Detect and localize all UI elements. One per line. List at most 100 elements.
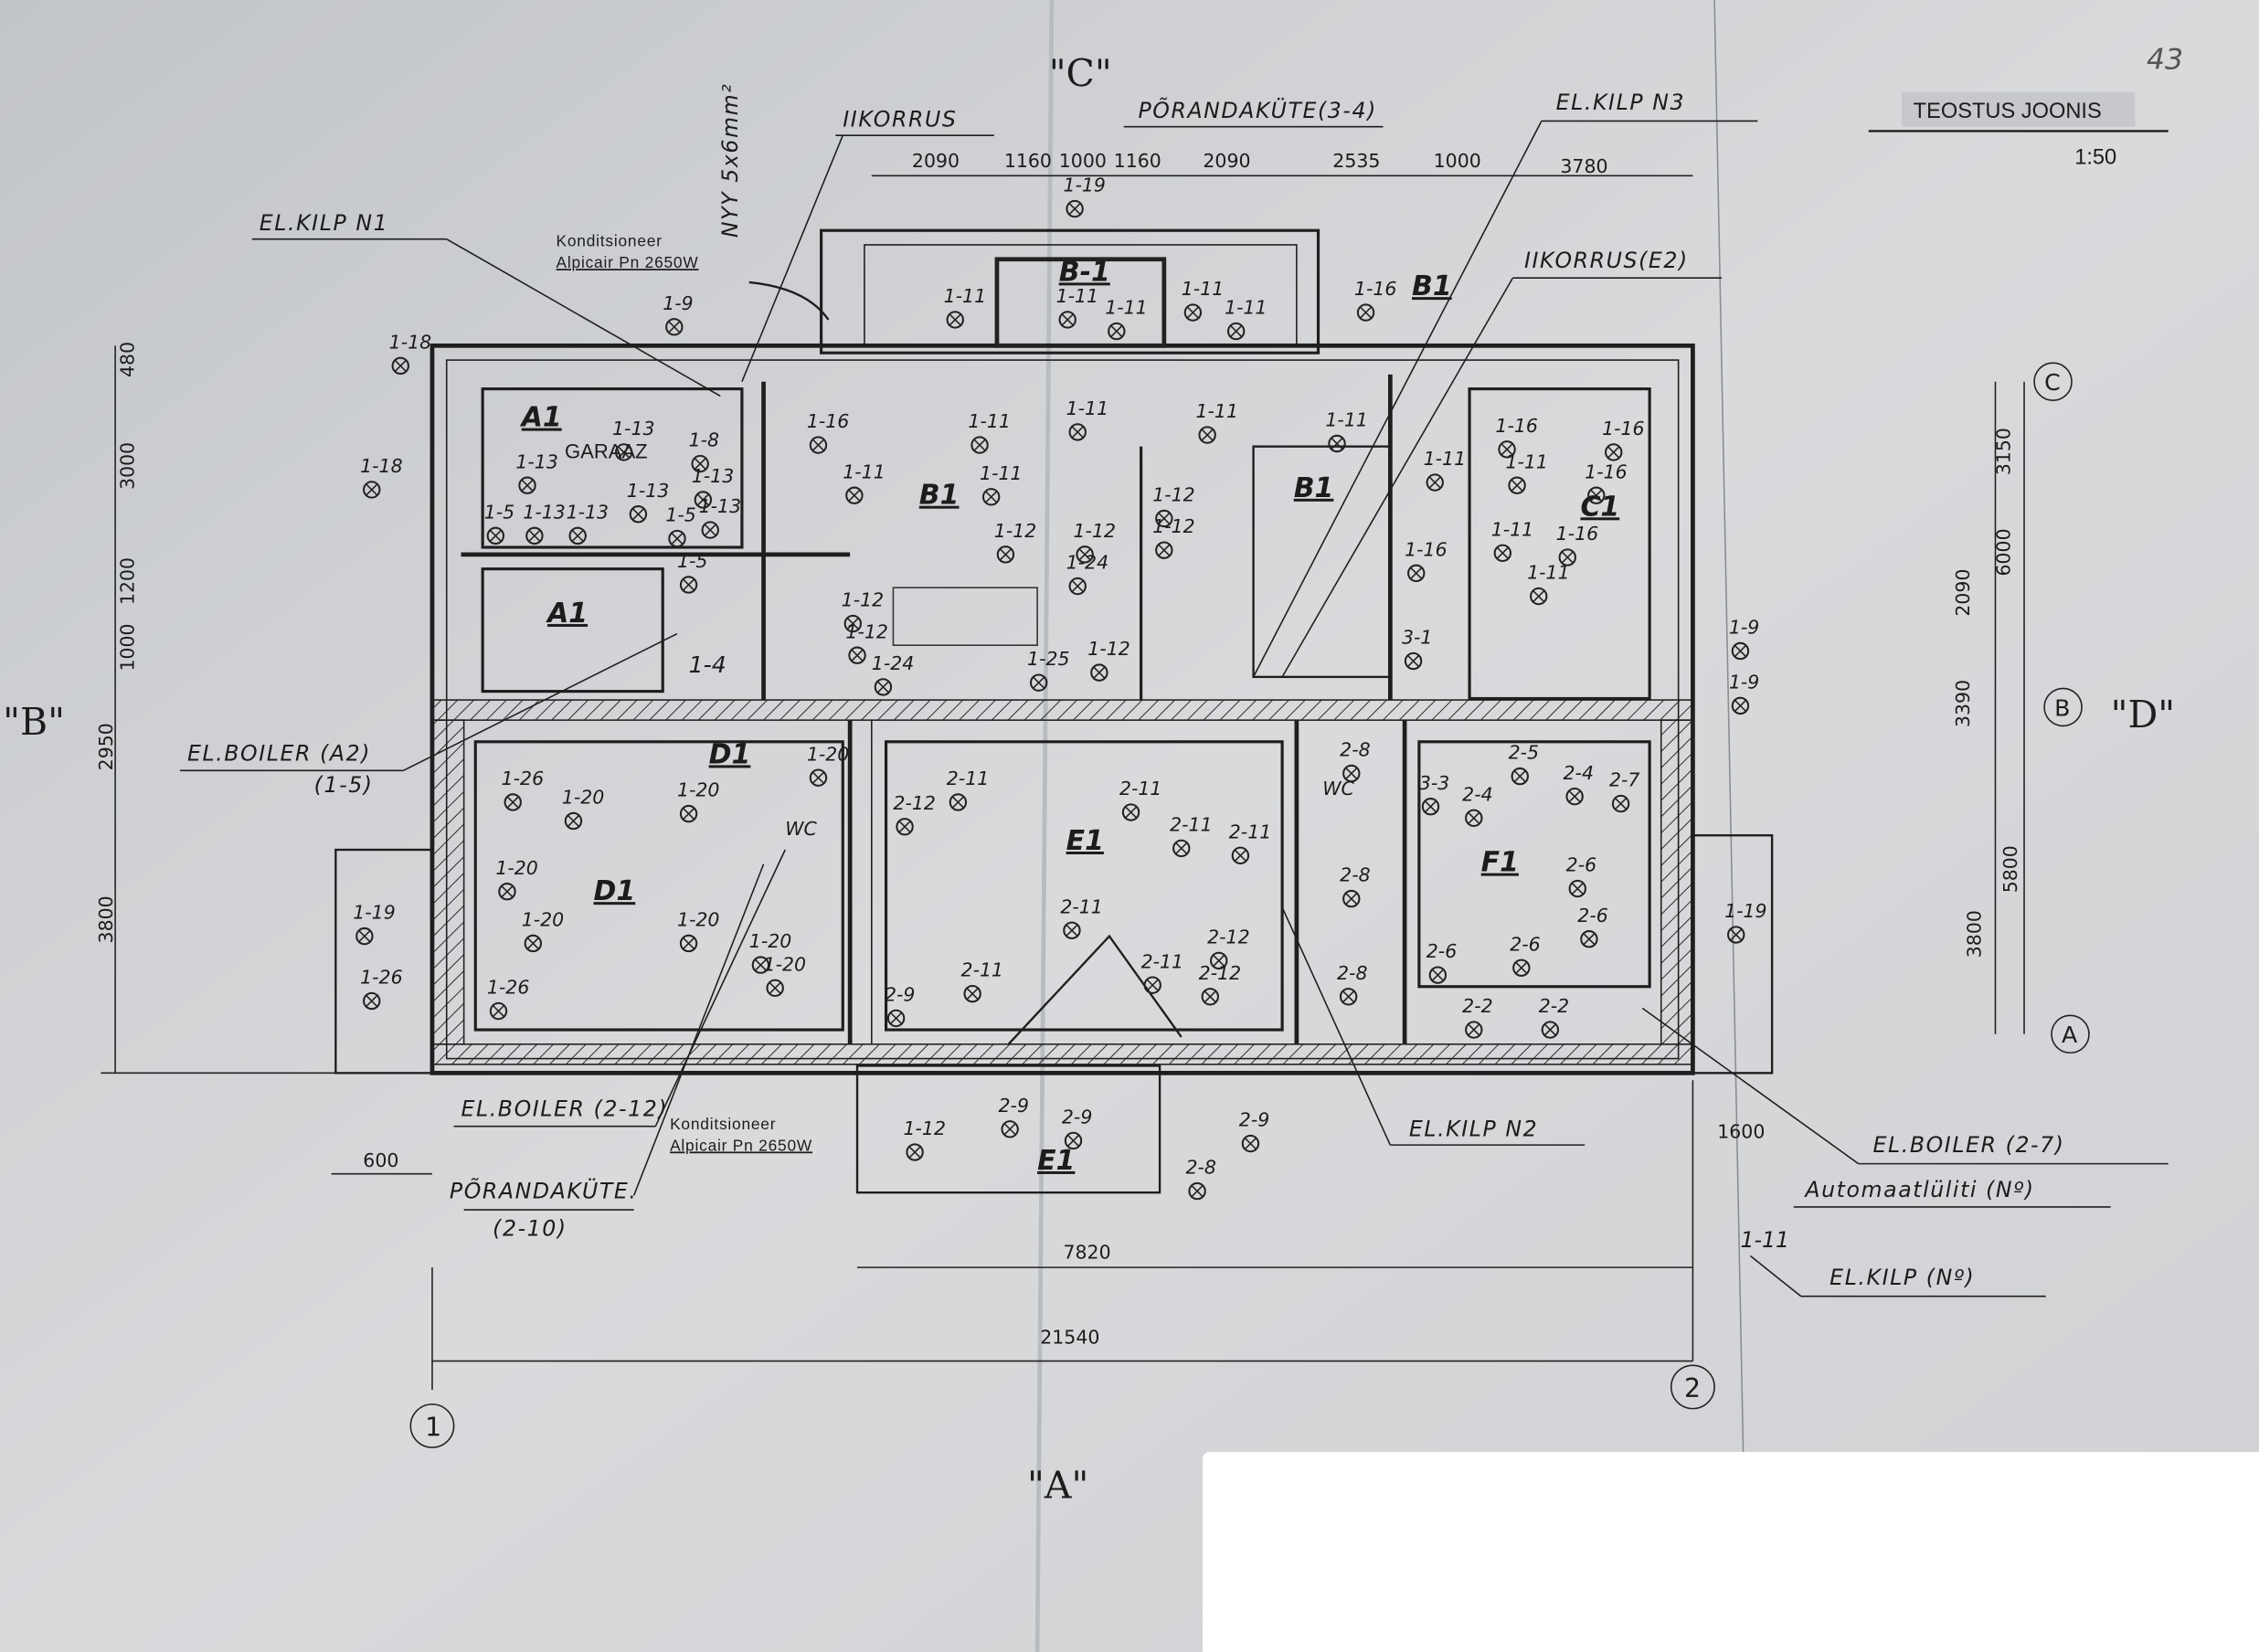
title-block: 43 TEOSTUS JOONIS 1:50 — [1868, 44, 2183, 170]
circuit-label: 1-20 — [749, 930, 792, 952]
lamp-icon — [1226, 322, 1246, 341]
dim-top-2: 1160 — [1004, 150, 1052, 172]
lamp-icon — [1090, 663, 1108, 682]
dim-top-4: 1160 — [1114, 150, 1161, 172]
circuit-label: 1-18 — [389, 331, 432, 353]
room-c1: C1 — [1580, 491, 1619, 523]
legend-circuit: 1-11 — [1740, 1227, 1789, 1253]
room-d1: D1 — [594, 875, 636, 907]
dim-bottom-4: 1600 — [1717, 1120, 1765, 1142]
circuit-label: 1-11 — [1196, 400, 1239, 422]
lamp-icon — [1428, 966, 1448, 984]
grid-marker-2: 2 — [1684, 1373, 1701, 1403]
grid-marker-c: C — [2044, 369, 2061, 396]
circuit-label: 1-13 — [567, 501, 610, 523]
dimension-lines — [101, 175, 2025, 1391]
lamp-icon — [363, 991, 381, 1011]
lamp-icon — [1558, 548, 1576, 567]
grid-marker-b: B — [2054, 694, 2070, 721]
circuit-label: 1-25 — [1027, 648, 1070, 670]
circuit-label: 2-11 — [1060, 895, 1103, 917]
ii-korrus-e2: IIKORRUS(E2) — [1524, 248, 1689, 273]
circuit-label: 3-1 — [1402, 627, 1432, 649]
room-wc-right: WC — [1322, 778, 1354, 800]
drawing-title: TEOSTUS JOONIS — [1914, 100, 2102, 123]
circuit-label: 1-20 — [562, 787, 605, 809]
lamp-icon — [1356, 303, 1375, 322]
lamp-icon — [691, 454, 709, 473]
circuit-label: 1-26 — [487, 977, 530, 999]
lamp-icon — [1580, 930, 1598, 948]
el-kilp-n2: EL.KILP N2 — [1409, 1117, 1538, 1142]
room-garaaz: GARAAZ — [565, 439, 648, 462]
dim-right-6: 3800 — [1964, 910, 1986, 958]
ac-top-line1: Konditsioneer — [557, 232, 663, 250]
lamp-icon — [1568, 879, 1586, 898]
lamp-icon — [946, 311, 964, 329]
lamp-icon — [970, 436, 989, 454]
lamp-icon — [981, 488, 1001, 506]
room-wc-left: WC — [785, 818, 817, 840]
el-kilp-n3: EL.KILP N3 — [1556, 90, 1685, 115]
circuit-label: 1-24 — [872, 652, 915, 674]
circuit-label: 1-13 — [612, 418, 655, 439]
dimension-left: 480 3000 1200 1000 2950 3800 — [95, 342, 139, 944]
lamp-icon — [963, 984, 981, 1003]
lamp-icon — [1727, 926, 1745, 944]
lamp-icon — [1404, 651, 1423, 671]
circuit-label: 1-26 — [360, 967, 403, 989]
annotations: EL.KILP N1 IIKORRUS PÕRANDAKÜTE(3-4) EL.… — [180, 83, 2169, 1297]
circuit-label: 2-6 — [1426, 940, 1457, 962]
circuit-label: 1-12 — [1152, 484, 1195, 506]
circuit-label: 1-12 — [903, 1117, 946, 1139]
dim-left-6: 3800 — [95, 895, 117, 943]
room-a1-top: A1 — [520, 402, 562, 434]
grid-marker-a: A — [2062, 1022, 2078, 1048]
lamp-icon — [1339, 988, 1358, 1006]
lamp-icon — [1155, 509, 1173, 528]
room-b1-bay: B-1 — [1059, 256, 1110, 288]
lamp-icon — [1063, 921, 1081, 939]
room-b1-stair: B1 — [1294, 472, 1334, 504]
el-boiler-a2: EL.BOILER (A2) — [187, 740, 371, 766]
dim-right-5: 5800 — [1999, 845, 2021, 893]
lamp-icon — [525, 526, 544, 545]
circuit-label: 1-9 — [663, 292, 693, 314]
circuit-label: 1-11 — [968, 410, 1011, 432]
lamp-icon — [665, 318, 684, 336]
lamp-icon — [524, 934, 543, 953]
lamp-icon — [949, 793, 968, 811]
circuit-label: 2-9 — [885, 984, 915, 1006]
dimension-right: 3150 6000 2090 3390 5800 3800 — [1952, 428, 2021, 958]
lamp-icon — [751, 956, 770, 974]
lamp-icon — [843, 614, 863, 633]
cable-spec: NYY 5x6mm² — [717, 83, 743, 238]
ac-bottom-line1: Konditsioneer — [670, 1115, 776, 1133]
circuit-label: 1-5 — [665, 504, 695, 526]
circuit-label: 1-5 — [484, 501, 514, 523]
lamp-icon — [668, 529, 686, 548]
lamp-icon — [1201, 988, 1219, 1006]
lamp-icon — [1493, 544, 1512, 562]
lamp-icon — [1210, 951, 1228, 970]
circuit-label: 1-16 — [1405, 538, 1448, 560]
paper-edge — [1713, 0, 1745, 1452]
lamp-icon — [996, 545, 1015, 564]
lamp-icon — [355, 927, 374, 946]
circuit-label: 1-11 — [1527, 562, 1570, 584]
lamp-icon — [1541, 1021, 1560, 1039]
circuit-label: 1-20 — [522, 909, 565, 931]
lamp-icon — [489, 1001, 508, 1021]
circuit-label: 1-18 — [360, 455, 403, 477]
circuit-label: 1-11 — [944, 285, 987, 307]
lamp-icon — [1172, 839, 1191, 858]
dimension-bottom: 600 7820 21540 1600 — [363, 1120, 1765, 1348]
lamp-icon — [391, 356, 409, 376]
circuit-label: 1-11 — [843, 461, 886, 482]
ac-top-line2: Alpicair Pn 2650W — [557, 253, 699, 271]
lamp-icon — [1143, 976, 1161, 994]
lamp-icon — [1731, 641, 1750, 661]
circuit-label: 1-20 — [807, 743, 850, 765]
